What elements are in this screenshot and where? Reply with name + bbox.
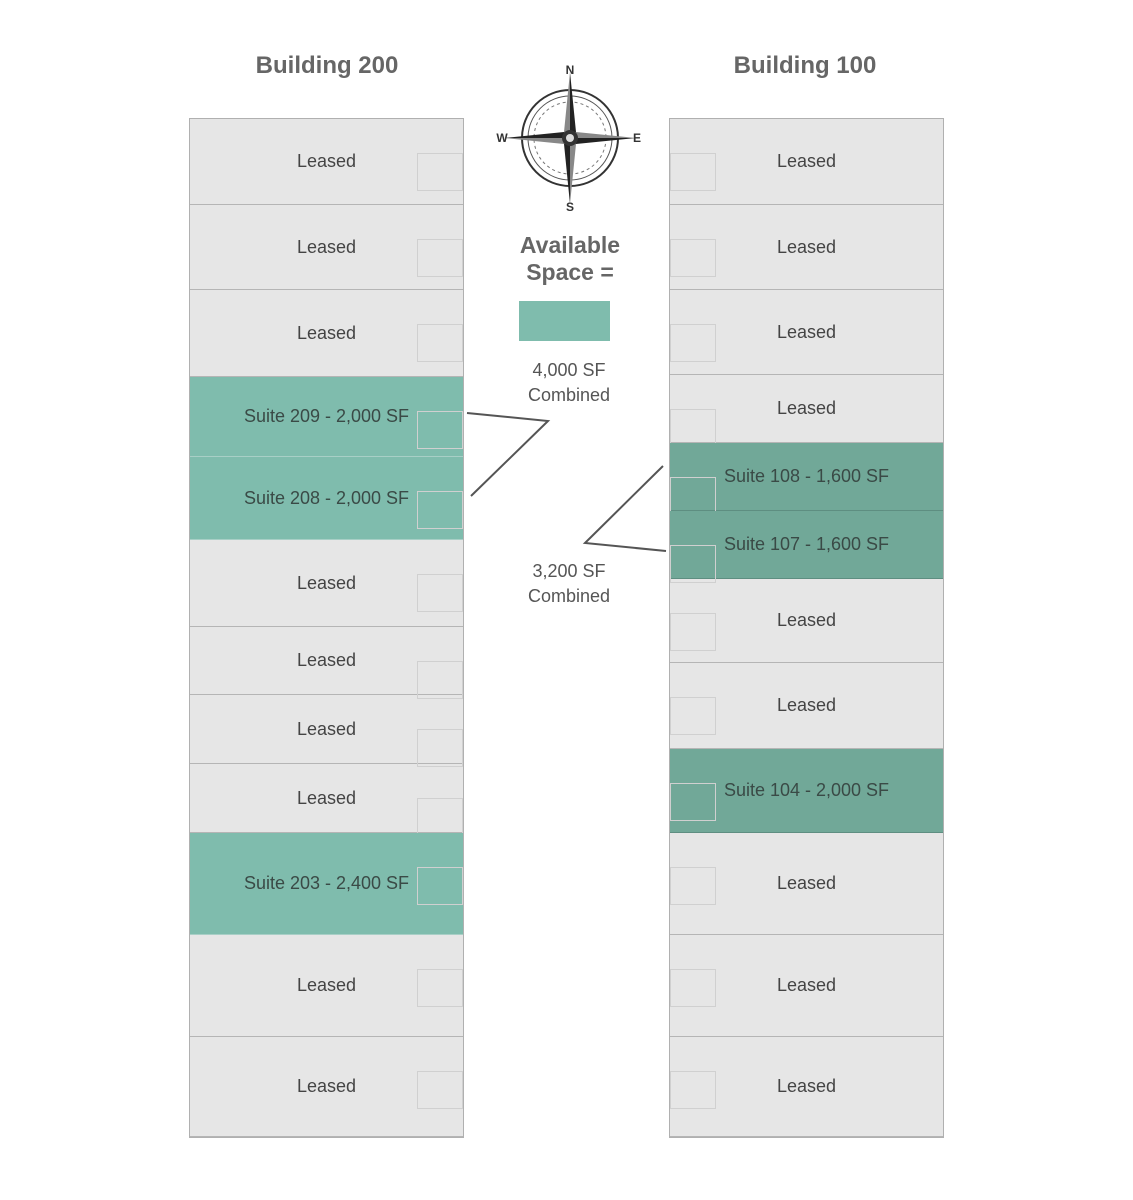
combined-note-building-200: 4,000 SF Combined xyxy=(489,358,649,408)
closet-outline xyxy=(670,1071,716,1109)
closet-outline xyxy=(670,545,716,583)
closet-outline xyxy=(670,697,716,735)
closet-outline xyxy=(417,661,463,699)
closet-outline xyxy=(417,867,463,905)
closet-outline xyxy=(670,324,716,362)
compass-rose-icon: N S W E xyxy=(496,63,641,214)
closet-outline xyxy=(670,239,716,277)
compass-east-label: E xyxy=(633,131,641,145)
combined-note-building-100: 3,200 SF Combined xyxy=(489,559,649,609)
compass-north-label: N xyxy=(566,63,575,77)
closet-outline xyxy=(417,411,463,449)
closet-outline xyxy=(417,574,463,612)
closet-outline xyxy=(417,324,463,362)
closet-outline xyxy=(670,613,716,651)
building-100-title: Building 100 xyxy=(733,52,877,79)
combined-200-sf: 4,000 SF xyxy=(532,360,606,380)
legend-title-line2: Space = xyxy=(526,259,614,285)
building-200-title: Building 200 xyxy=(255,52,399,79)
closet-outline xyxy=(670,969,716,1007)
legend-title-line1: Available xyxy=(519,232,621,258)
closet-outline xyxy=(417,729,463,767)
combined-100-word: Combined xyxy=(527,586,611,606)
closet-outline xyxy=(670,153,716,191)
closet-outline xyxy=(417,239,463,277)
available-space-swatch xyxy=(519,301,610,341)
legend-title: Available Space = xyxy=(500,232,640,286)
closet-outline xyxy=(417,153,463,191)
closet-outline xyxy=(417,969,463,1007)
combined-200-word: Combined xyxy=(527,385,611,405)
combined-100-sf: 3,200 SF xyxy=(532,561,606,581)
connector-line-building-100 xyxy=(582,465,667,552)
compass-west-label: W xyxy=(496,131,508,145)
closet-outline xyxy=(417,491,463,529)
connector-line-building-200 xyxy=(466,412,551,497)
closet-outline xyxy=(670,783,716,821)
compass-south-label: S xyxy=(566,200,574,214)
closet-outline xyxy=(670,867,716,905)
closet-outline xyxy=(417,1071,463,1109)
